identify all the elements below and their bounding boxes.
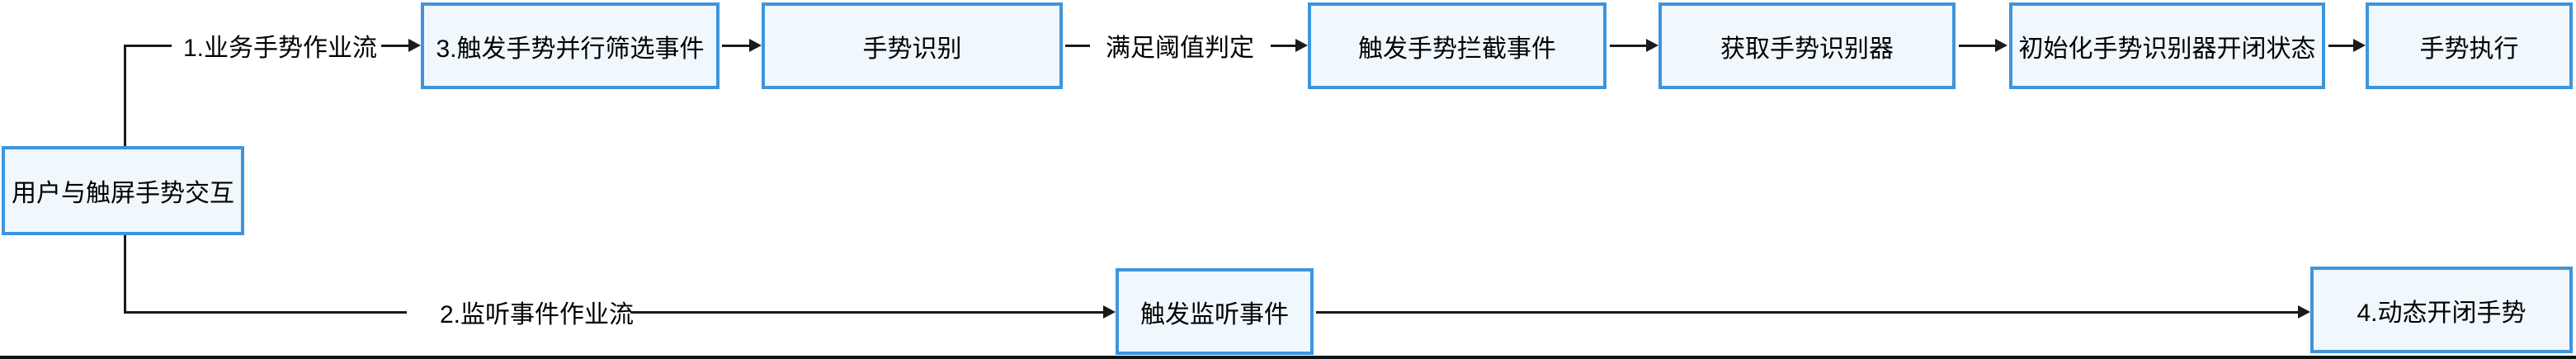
node-dynamic-toggle: 4.动态开闭手势 [2310,267,2573,353]
arrow-head-to-parallel-filter [408,39,421,52]
node-trigger-intercept: 触发手势拦截事件 [1308,2,1606,89]
node-init-recognizer-state: 初始化手势识别器开闭状态 [2009,2,2325,89]
connector-top-stub [124,45,172,47]
connector-filter-to-recognition [722,45,750,47]
connector-listen-to-dynamic [1316,311,2298,314]
node-get-recognizer: 获取手势识别器 [1658,2,1956,89]
connector-getrecognizer-to-init [1959,45,1996,47]
edge-label-business-flow: 1.业务手势作业流 [180,27,381,64]
node-gesture-recognition: 手势识别 [762,2,1063,89]
node-trigger-parallel-filter: 3.触发手势并行筛选事件 [421,2,719,89]
connector-to-trigger-listen [631,311,1103,314]
connector-bottom-stub [124,311,407,314]
connector-init-to-execute [2328,45,2354,47]
node-trigger-listen: 触发监听事件 [1116,268,1314,355]
arrow-head-to-dynamic-toggle [2298,305,2310,319]
edge-label-threshold-check: 满足阈值判定 [1102,27,1257,64]
connector-recognition-stub [1065,45,1090,47]
connector-to-parallel-filter [381,45,409,47]
connector-branch-up [124,45,126,146]
arrow-head-to-recognition [749,39,762,52]
arrow-head-to-getrecognizer [1646,39,1658,52]
connector-intercept-to-getrecognizer [1610,45,1647,47]
connector-branch-down [124,235,126,314]
bottom-divider-line [0,356,2576,359]
connector-to-intercept [1271,45,1296,47]
arrow-head-to-trigger-listen [1103,305,1116,319]
node-user-interaction: 用户与触屏手势交互 [2,146,244,235]
arrow-head-to-execute [2353,39,2366,52]
arrow-head-to-init [1995,39,2007,52]
node-gesture-execute: 手势执行 [2366,2,2573,89]
edge-label-listen-flow: 2.监听事件作业流 [436,294,638,330]
arrow-head-to-intercept [1295,39,1308,52]
